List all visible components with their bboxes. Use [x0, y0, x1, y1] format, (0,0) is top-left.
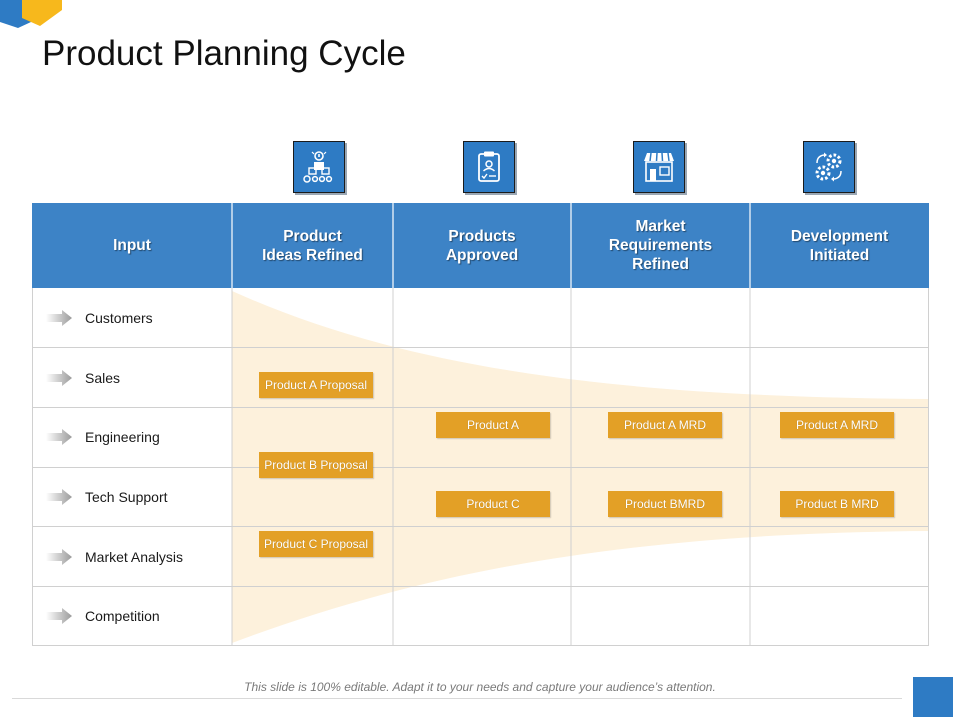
header-products-approved: Products Approved [445, 227, 519, 264]
chip-development-product-a-mrd: Product A MRD [780, 412, 894, 438]
chip-product-a-mrd: Product A MRD [608, 412, 722, 438]
row-arrow-icon [46, 608, 72, 624]
chip-product-c-proposal: Product C Proposal [259, 531, 373, 557]
row-label-engineering: Engineering [85, 429, 160, 445]
row-arrow-icon [46, 429, 72, 445]
footer-note: This slide is 100% editable. Adapt it to… [244, 680, 716, 694]
header-development-initiated: Development Initiated [790, 227, 889, 264]
chip-product-bmrd: Product BMRD [608, 491, 722, 517]
corner-ribbon-icon [0, 0, 62, 28]
row-arrow-icon [46, 370, 72, 386]
row-label-sales: Sales [85, 370, 121, 386]
row-label-tech-support: Tech Support [85, 489, 168, 505]
approval-clipboard-icon [463, 141, 515, 193]
planning-grid: Input Product Ideas Refined Products App… [32, 203, 929, 646]
chip-product-b-proposal: Product B Proposal [259, 452, 373, 478]
row-label-customers: Customers [85, 310, 153, 326]
slide-title: Product Planning Cycle [42, 34, 406, 73]
chip-development-product-b-mrd: Product B MRD [780, 491, 894, 517]
chip-product-a: Product A [436, 412, 550, 438]
grid-background [32, 203, 929, 646]
footer-divider [12, 698, 902, 699]
market-store-icon [633, 141, 685, 193]
header-input: Input [113, 237, 151, 254]
row-label-competition: Competition [85, 608, 160, 624]
development-gears-icon [803, 141, 855, 193]
row-arrow-icon [46, 310, 72, 326]
corner-accent-box [913, 677, 953, 717]
row-label-market-analysis: Market Analysis [85, 549, 184, 565]
chip-product-a-proposal: Product A Proposal [259, 372, 373, 398]
chip-product-c: Product C [436, 491, 550, 517]
header-product-ideas-refined: Product Ideas Refined [262, 227, 363, 264]
header-market-requirements-refined: Market Requirements Refined [608, 218, 713, 273]
row-arrow-icon [46, 549, 72, 565]
row-arrow-icon [46, 489, 72, 505]
product-idea-icon [293, 141, 345, 193]
